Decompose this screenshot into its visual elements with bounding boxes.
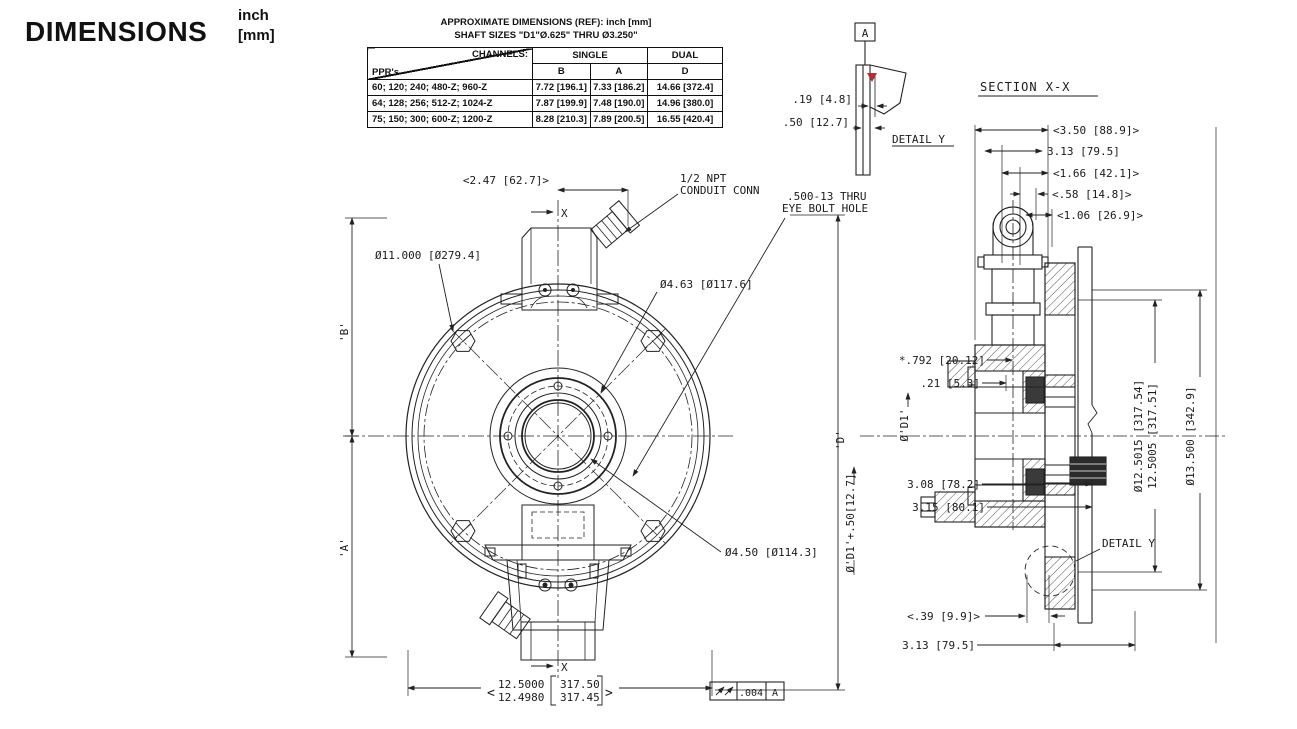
- detail-marker-triangle: [867, 73, 877, 82]
- group-single-header: SINGLE: [532, 47, 648, 64]
- dim-1-66: <1.66 [42.1]>: [1053, 167, 1139, 180]
- flange-dim-close: >: [605, 686, 613, 701]
- section-view-linework: [860, 200, 1225, 624]
- dim-3-15: 3.15 [80.1]: [912, 501, 985, 514]
- dim-shaft-d1: Ø'D1': [898, 408, 911, 441]
- dim-shaft-clear: Ø'D1'+.50[12.7]: [844, 473, 857, 572]
- dim-39: <.39 [9.9]>: [907, 610, 980, 623]
- a-cell: 7.89 [200.5]: [589, 111, 648, 128]
- table-row: 64; 128; 256; 512-Z; 1024-Z 7.87 [199.9]…: [367, 95, 723, 112]
- datum-a-label: A: [862, 27, 869, 40]
- dim-3-13-bottom: 3.13 [79.5]: [902, 639, 975, 652]
- dim-3-08: 3.08 [78.2]: [907, 478, 980, 491]
- eyebolt-callout-line2: EYE BOLT HOLE: [782, 202, 868, 215]
- dia-outer: Ø13.500 [342.9]: [1184, 386, 1197, 485]
- dia-pilot: Ø4.63 [Ø117.6]: [660, 278, 753, 291]
- ppr-cell: 64; 128; 256; 512-Z; 1024-Z: [367, 95, 533, 112]
- dia-bolt-circle: Ø11.000 [Ø279.4]: [375, 249, 481, 262]
- d-cell: 16.55 [420.4]: [647, 111, 723, 128]
- dim-792: *.792 [20.12]: [899, 354, 985, 367]
- section-title: SECTION X-X: [980, 80, 1070, 94]
- group-dual-header: DUAL: [647, 47, 723, 64]
- conduit-callout-line2: CONDUIT CONN: [680, 184, 759, 197]
- dim-d-label: 'D': [834, 430, 847, 450]
- section-marker-x-top: X: [561, 207, 568, 220]
- section-dimension-lines: [851, 125, 1217, 651]
- b-cell: 8.28 [210.3]: [532, 111, 591, 128]
- table-row: 75; 150; 300; 600-Z; 1200-Z 8.28 [210.3]…: [367, 111, 723, 128]
- corner-channels-label: CHANNELS:: [472, 49, 528, 60]
- page-title: DIMENSIONS: [25, 16, 208, 47]
- front-view-linework: [343, 200, 733, 678]
- col-a-header: A: [589, 63, 648, 80]
- corner-pprs-label: PPR's: [372, 67, 400, 78]
- dim-3-13-top: 3.13 [79.5]: [1047, 145, 1120, 158]
- dim-3-50: <3.50 [88.9]>: [1053, 124, 1139, 137]
- detail-dim-19: .19 [4.8]: [792, 93, 852, 106]
- flange-dim-open: <: [487, 686, 495, 701]
- dim-a-label: 'A': [338, 538, 351, 558]
- dim-058: <.58 [14.8]>: [1052, 188, 1132, 201]
- dia-pilot-lower: 12.5005 [317.51]: [1146, 383, 1159, 489]
- flange-dim-mm-top: 317.50: [560, 678, 600, 691]
- eyebolt-callout-line1: .500-13 THRU: [787, 190, 866, 203]
- ppr-cell: 60; 120; 240; 480-Z; 960-Z: [367, 79, 533, 96]
- b-cell: 7.72 [196.1]: [532, 79, 591, 96]
- fcf-datum: A: [772, 688, 778, 699]
- front-dimension-lines: [345, 187, 845, 706]
- a-cell: 7.48 [190.0]: [589, 95, 648, 112]
- conduit-callout-line1: 1/2 NPT: [680, 172, 727, 185]
- table-note-line2: SHAFT SIZES "D1"Ø.625" THRU Ø3.250": [454, 30, 638, 41]
- detail-y-title: DETAIL Y: [892, 133, 945, 146]
- detail-dim-50: .50 [12.7]: [783, 116, 849, 129]
- dim-1-06: <1.06 [26.9]>: [1057, 209, 1143, 222]
- ppr-cell: 75; 150; 300; 600-Z; 1200-Z: [367, 111, 533, 128]
- table-note-line1: APPROXIMATE DIMENSIONS (REF): inch [mm]: [440, 17, 652, 28]
- units-mm: [mm]: [238, 27, 275, 44]
- units-legend: inch [mm]: [238, 6, 275, 46]
- dim-b-label: 'B': [338, 322, 351, 342]
- front-view-drawing: <2.47 [62.7]> X X 1/2 NPT CONDUIT CONN .…: [338, 172, 868, 706]
- units-inch: inch: [238, 7, 269, 24]
- flange-dim-mm-bottom: 317.45: [560, 691, 600, 704]
- flange-dim-inch-bottom: 12.4980: [498, 691, 544, 704]
- dim-2-47: <2.47 [62.7]>: [463, 174, 549, 187]
- section-view-drawing: A .19 [4.8] .50 [12.7] DETAIL Y SECTION …: [783, 22, 1225, 652]
- fcf-tolerance: .004: [739, 688, 763, 699]
- table-corner-cell: CHANNELS: PPR's: [367, 47, 533, 80]
- dia-pilot-upper: Ø12.5015 [317.54]: [1132, 380, 1145, 493]
- detail-y-callout: DETAIL Y: [1102, 537, 1155, 550]
- b-cell: 7.87 [199.9]: [532, 95, 591, 112]
- detail-y-view: [853, 22, 954, 176]
- section-marker-x-bottom: X: [561, 661, 568, 674]
- table-row: 60; 120; 240; 480-Z; 960-Z 7.72 [196.1] …: [367, 79, 723, 96]
- total-runout-icon: [715, 686, 734, 696]
- d-cell: 14.96 [380.0]: [647, 95, 723, 112]
- col-b-header: B: [532, 63, 591, 80]
- a-cell: 7.33 [186.2]: [589, 79, 648, 96]
- d-cell: 14.66 [372.4]: [647, 79, 723, 96]
- flange-dim-inch-top: 12.5000: [498, 678, 544, 691]
- col-d-header: D: [647, 63, 723, 80]
- dim-21: .21 [5.3]: [920, 377, 980, 390]
- dia-bore: Ø4.50 [Ø114.3]: [725, 546, 818, 559]
- dimension-table: CHANNELS: PPR's SINGLE DUAL B A D 60; 12…: [367, 47, 723, 128]
- dimension-table-block: APPROXIMATE DIMENSIONS (REF): inch [mm] …: [367, 16, 725, 128]
